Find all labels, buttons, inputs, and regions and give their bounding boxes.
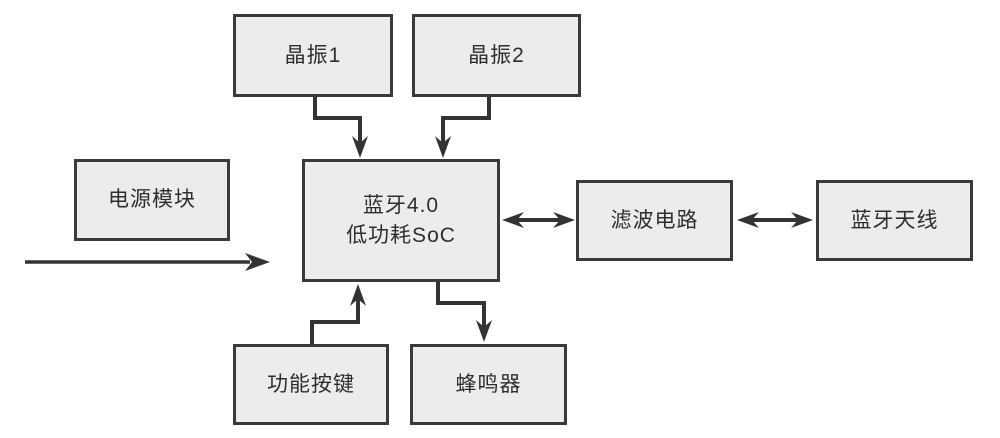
node-power-module-label: 电源模块 — [108, 188, 196, 211]
node-soc-label-line2: 低功耗SoC — [346, 223, 456, 247]
node-crystal1: 晶振1 — [233, 14, 393, 97]
node-crystal2-label: 晶振2 — [468, 43, 525, 67]
arrow-filter-antenna-bidirectional — [737, 212, 813, 228]
node-soc: 蓝牙4.0 低功耗SoC — [302, 159, 500, 282]
node-bluetooth-antenna-label: 蓝牙天线 — [850, 208, 939, 232]
node-crystal1-label: 晶振1 — [284, 43, 342, 67]
arrow-crystal1-to-soc — [313, 96, 368, 158]
node-filter-circuit: 滤波电路 — [576, 180, 733, 261]
node-power-module: 电源模块 — [74, 159, 230, 241]
node-function-button-label: 功能按键 — [267, 372, 355, 396]
arrow-soc-to-buzzer — [436, 281, 492, 342]
node-soc-label-line1: 蓝牙4.0 — [362, 193, 440, 217]
arrow-button-to-soc — [310, 284, 366, 345]
node-crystal2: 晶振2 — [412, 14, 581, 97]
arrow-crystal2-to-soc — [435, 96, 491, 158]
node-buzzer: 蜂鸣器 — [410, 344, 567, 425]
node-bluetooth-antenna: 蓝牙天线 — [816, 180, 973, 261]
arrow-power-to-soc — [25, 253, 270, 271]
node-function-button: 功能按键 — [233, 344, 389, 425]
node-buzzer-label: 蜂鸣器 — [455, 372, 522, 396]
node-filter-circuit-label: 滤波电路 — [610, 208, 699, 232]
arrow-soc-filter-bidirectional — [502, 212, 575, 228]
